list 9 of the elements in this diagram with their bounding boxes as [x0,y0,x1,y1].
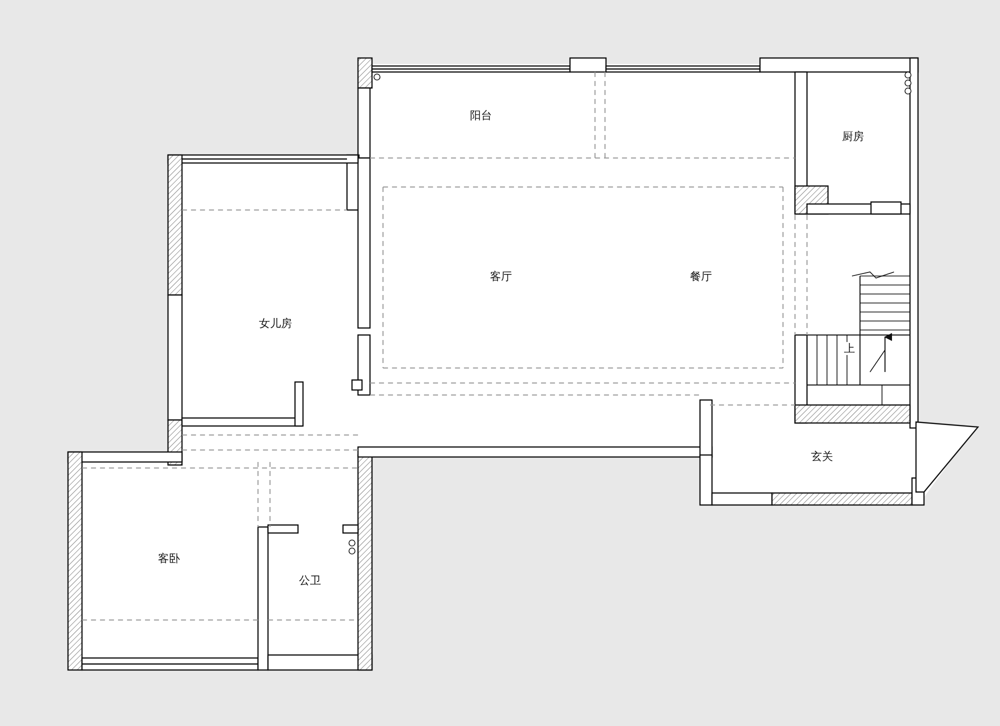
room-label: 公卫 [299,574,321,587]
room-label: 客卧 [158,552,180,565]
room-label: 玄关 [811,450,833,463]
room-label: 客厅 [490,270,512,283]
room-label: 厨房 [842,130,864,143]
room-label: 女儿房 [259,317,292,330]
room-label: 餐厅 [690,270,712,283]
room-label: 上 [844,342,855,355]
room-label: 阳台 [470,109,492,122]
